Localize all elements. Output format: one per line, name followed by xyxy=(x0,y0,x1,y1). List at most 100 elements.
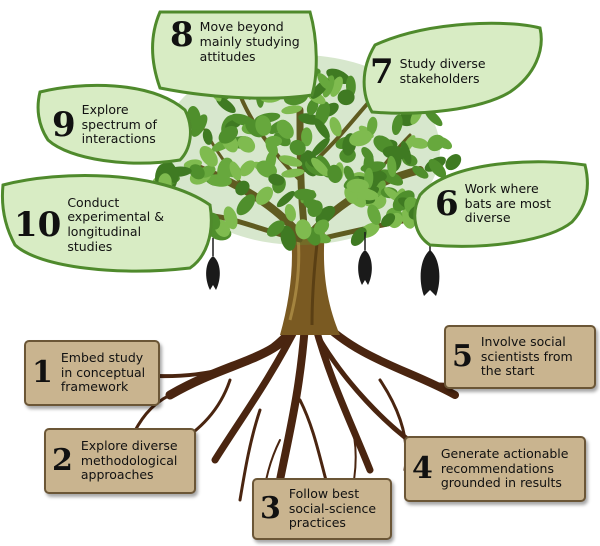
leaf-label-7: 7 Study diverse stakeholders xyxy=(370,40,520,104)
canopy-leaf xyxy=(303,198,322,211)
root-text: Follow best social-science practices xyxy=(288,485,377,531)
leaf-number: 8 xyxy=(170,15,194,55)
canopy-leaf xyxy=(428,159,447,178)
leaf-shape-6 xyxy=(413,160,589,248)
canopy-leaf xyxy=(216,96,236,114)
canopy-leaf xyxy=(315,205,336,225)
canopy-leaf xyxy=(278,155,303,167)
canopy-leaf xyxy=(218,126,239,144)
canopy-leaf xyxy=(266,220,285,237)
canopy-leaf xyxy=(281,168,305,178)
canopy-leaf xyxy=(381,213,396,227)
canopy-leaf xyxy=(276,119,294,139)
root-box-1: 1 Embed study in conceptual framework xyxy=(24,340,160,406)
canopy-leaf xyxy=(235,180,250,196)
leaf-number: 9 xyxy=(52,105,76,145)
root-number: 3 xyxy=(260,491,281,526)
canopy-leaf xyxy=(306,98,319,116)
canopy-leaf xyxy=(280,225,296,251)
foliage xyxy=(152,55,462,251)
canopy-leaf xyxy=(313,219,330,235)
canopy-leaf xyxy=(350,227,367,246)
leaf-label-8: 8 Move beyond mainly studying attitudes xyxy=(170,18,310,80)
root-box-4: 4 Generate actionable recommendations gr… xyxy=(404,436,586,502)
canopy-leaf xyxy=(349,129,373,147)
leaf-shape-10 xyxy=(0,173,213,273)
canopy-leaf xyxy=(217,157,234,181)
canopy-leaf xyxy=(202,128,213,145)
root-box-5: 5 Involve social scientists from the sta… xyxy=(444,325,596,389)
canopy-leaf xyxy=(162,159,179,183)
leaf-shape-9 xyxy=(36,83,192,165)
root-box-3: 3 Follow best social-science practices xyxy=(252,478,392,540)
canopy-leaf xyxy=(343,165,355,182)
leaf-label-9: 9 Explore spectrum of interactions xyxy=(52,95,187,155)
canopy-leaf xyxy=(313,118,330,139)
canopy-leaf xyxy=(361,147,374,161)
canopy-leaf xyxy=(327,164,343,184)
canopy-leaf xyxy=(367,116,378,136)
canopy-leaf xyxy=(276,191,295,208)
canopy-leaf xyxy=(311,137,330,157)
root-box-2: 2 Explore diverse methodological approac… xyxy=(44,428,196,494)
canopy-leaf xyxy=(289,139,306,156)
canopy-leaf xyxy=(412,165,429,179)
root-number: 5 xyxy=(452,339,473,374)
canopy-leaf xyxy=(236,194,256,216)
canopy-leaf xyxy=(326,68,351,85)
canopy-leaf xyxy=(409,137,429,149)
canopy-leaf xyxy=(199,146,218,167)
leaf-label-10: 10 Conduct experimental & longitudinal s… xyxy=(14,188,204,262)
leaf-number: 6 xyxy=(435,184,459,224)
canopy-leaf xyxy=(445,154,462,171)
canopy-leaf xyxy=(346,178,370,193)
leaf-shape-7 xyxy=(362,21,543,115)
canopy-leaf xyxy=(374,180,386,197)
label-leaves xyxy=(0,10,589,273)
canopy-leaf xyxy=(387,155,397,177)
root-text: Generate actionable recommendations grou… xyxy=(440,445,569,491)
canopy-leaf xyxy=(367,204,381,225)
leaf-number: 10 xyxy=(14,205,62,245)
bat-left xyxy=(206,238,220,290)
canopy-leaf xyxy=(311,157,329,177)
canopy-leaf xyxy=(256,160,277,178)
canopy-leaf xyxy=(295,219,312,240)
canopy-leaf xyxy=(435,136,453,150)
canopy-leaf xyxy=(337,89,355,106)
canopy-leaf xyxy=(284,204,296,222)
root-text: Explore diverse methodological approache… xyxy=(80,437,178,483)
root-number: 1 xyxy=(32,355,53,390)
canopy-leaf xyxy=(379,169,404,186)
canopy-leaf xyxy=(330,76,343,97)
leaf-label-6: 6 Work where bats are most diverse xyxy=(435,170,585,238)
leaf-text: Explore spectrum of interactions xyxy=(81,101,157,147)
leaf-number: 7 xyxy=(370,52,394,92)
canopy-leaf xyxy=(317,73,332,90)
canopy-leaf xyxy=(329,116,342,137)
leaf-text: Conduct experimental & longitudinal stud… xyxy=(67,194,164,254)
canopy-leaf xyxy=(189,164,205,180)
canopy-leaf xyxy=(391,114,403,136)
root-text: Embed study in conceptual framework xyxy=(60,349,146,395)
leaf-shape-8 xyxy=(151,10,318,100)
canopy-leaf xyxy=(301,127,313,147)
leaf-text: Move beyond mainly studying attitudes xyxy=(199,19,300,64)
bat-right xyxy=(420,240,440,296)
leaf-text: Study diverse stakeholders xyxy=(399,56,486,86)
canopy-leaf xyxy=(265,139,278,156)
canopy-leaf xyxy=(293,188,317,201)
canopy-leaf xyxy=(239,160,256,177)
canopy-leaf xyxy=(255,186,274,205)
root-text: Involve social scientists from the start xyxy=(480,333,573,379)
bat-middle xyxy=(358,232,372,285)
canopy-leaf xyxy=(237,136,256,153)
canopy-leaf xyxy=(401,140,412,165)
canopy-leaf xyxy=(255,115,272,136)
canopy-leaf xyxy=(281,105,303,115)
root-number: 2 xyxy=(52,443,73,478)
canopy-leaf xyxy=(268,173,285,186)
root-number: 4 xyxy=(412,451,433,486)
canopy-leaf xyxy=(229,161,242,181)
